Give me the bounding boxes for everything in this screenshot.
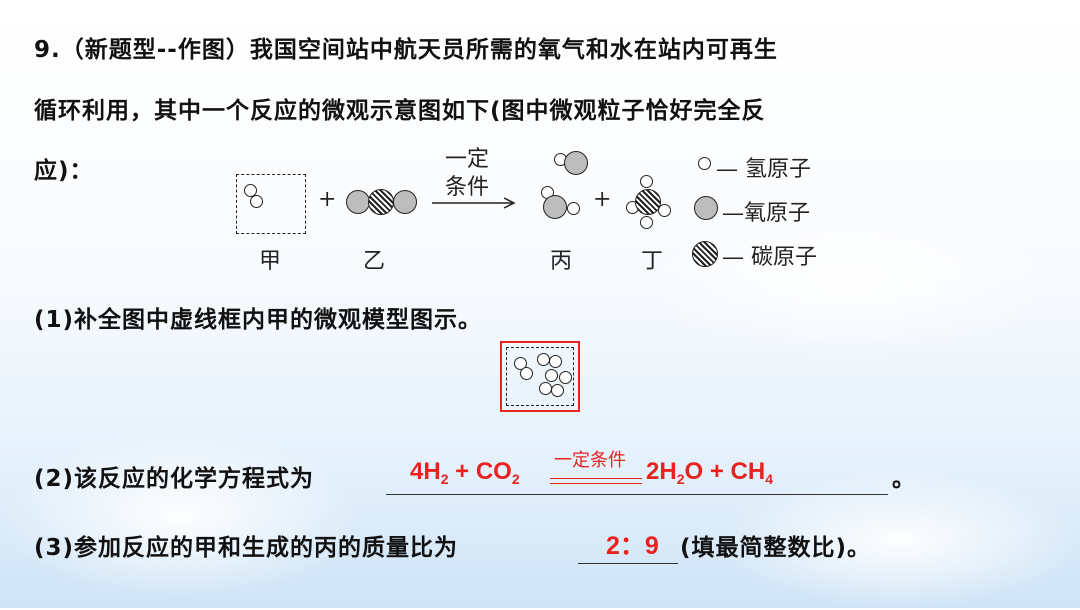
hydrogen-atom xyxy=(545,369,558,382)
mass-ratio-answer: 2：9 xyxy=(606,532,659,560)
answer-underline xyxy=(578,563,678,564)
equation-equals-sign xyxy=(550,478,642,484)
hydrogen-atom xyxy=(537,353,550,366)
plus-sign: + xyxy=(455,458,470,485)
part2-text: (2)该反应的化学方程式为 xyxy=(34,466,315,492)
carbon-atom xyxy=(635,189,661,215)
label-ding: 丁 xyxy=(641,249,664,274)
answer-inner-dashed-box xyxy=(506,347,574,406)
hydrogen-atom xyxy=(539,382,552,395)
product-ch4: CH4 xyxy=(730,458,773,487)
hydrogen-atom xyxy=(640,216,653,229)
label-bing: 丙 xyxy=(550,249,573,274)
label-yi: 乙 xyxy=(363,249,386,274)
carbon-atom xyxy=(368,189,394,215)
hydrogen-atom xyxy=(640,175,653,188)
hydrogen-atom xyxy=(250,195,263,208)
question-line-1: 9.（新题型--作图）我国空间站中航天员所需的氧气和水在站内可再生 xyxy=(34,37,778,63)
label-jia: 甲 xyxy=(259,249,282,274)
hydrogen-atom xyxy=(658,204,671,217)
carbon-legend-icon xyxy=(692,241,718,267)
hydrogen-atom xyxy=(559,371,572,384)
equation-products: 2H2O + CH4 xyxy=(646,458,773,487)
hydrogen-legend-icon xyxy=(698,157,711,170)
question-line-3: 应)： xyxy=(34,158,94,184)
reactant-co2: CO2 xyxy=(475,458,520,487)
hydrogen-atom xyxy=(520,367,533,380)
plus-sign: + xyxy=(593,187,612,212)
reaction-arrow xyxy=(432,197,516,209)
part1-text: (1)补全图中虚线框内甲的微观模型图示。 xyxy=(34,307,483,333)
part3-text: (3)参加反应的甲和生成的丙的质量比为 xyxy=(34,535,459,561)
legend-carbon: — 碳原子 xyxy=(722,245,817,270)
part3-suffix: (填最简整数比)。 xyxy=(680,535,872,561)
answer-underline xyxy=(386,494,888,495)
product-h2o: 2H2O xyxy=(646,458,704,487)
oxygen-atom xyxy=(346,190,370,214)
legend-hydrogen: — 氢原子 xyxy=(716,157,811,182)
part2-end: 。 xyxy=(892,466,916,492)
oxygen-atom xyxy=(393,190,417,214)
hydrogen-atom xyxy=(567,202,580,215)
oxygen-atom xyxy=(564,151,588,175)
background-cloud xyxy=(0,430,360,600)
plus-sign: + xyxy=(318,187,337,212)
hydrogen-atom xyxy=(549,355,562,368)
question-line-2: 循环利用，其中一个反应的微观示意图如下(图中微观粒子恰好完全反 xyxy=(34,98,766,124)
reactant-h2: 4H2 xyxy=(410,458,449,487)
plus-sign: + xyxy=(709,458,724,485)
oxygen-atom xyxy=(543,195,567,219)
condition-bottom: 条件 xyxy=(445,175,490,200)
equation-condition: 一定条件 xyxy=(554,450,626,470)
oxygen-legend-icon xyxy=(694,196,718,220)
answer-box-jia xyxy=(500,341,580,412)
jia-dashed-box xyxy=(236,174,306,234)
hydrogen-atom xyxy=(551,384,564,397)
background-cloud xyxy=(720,470,1080,610)
background-cloud xyxy=(640,200,1060,360)
equation-answer: 4H2 + CO2 xyxy=(410,458,520,487)
legend-oxygen: —氧原子 xyxy=(722,201,811,226)
condition-top: 一定 xyxy=(445,147,490,172)
